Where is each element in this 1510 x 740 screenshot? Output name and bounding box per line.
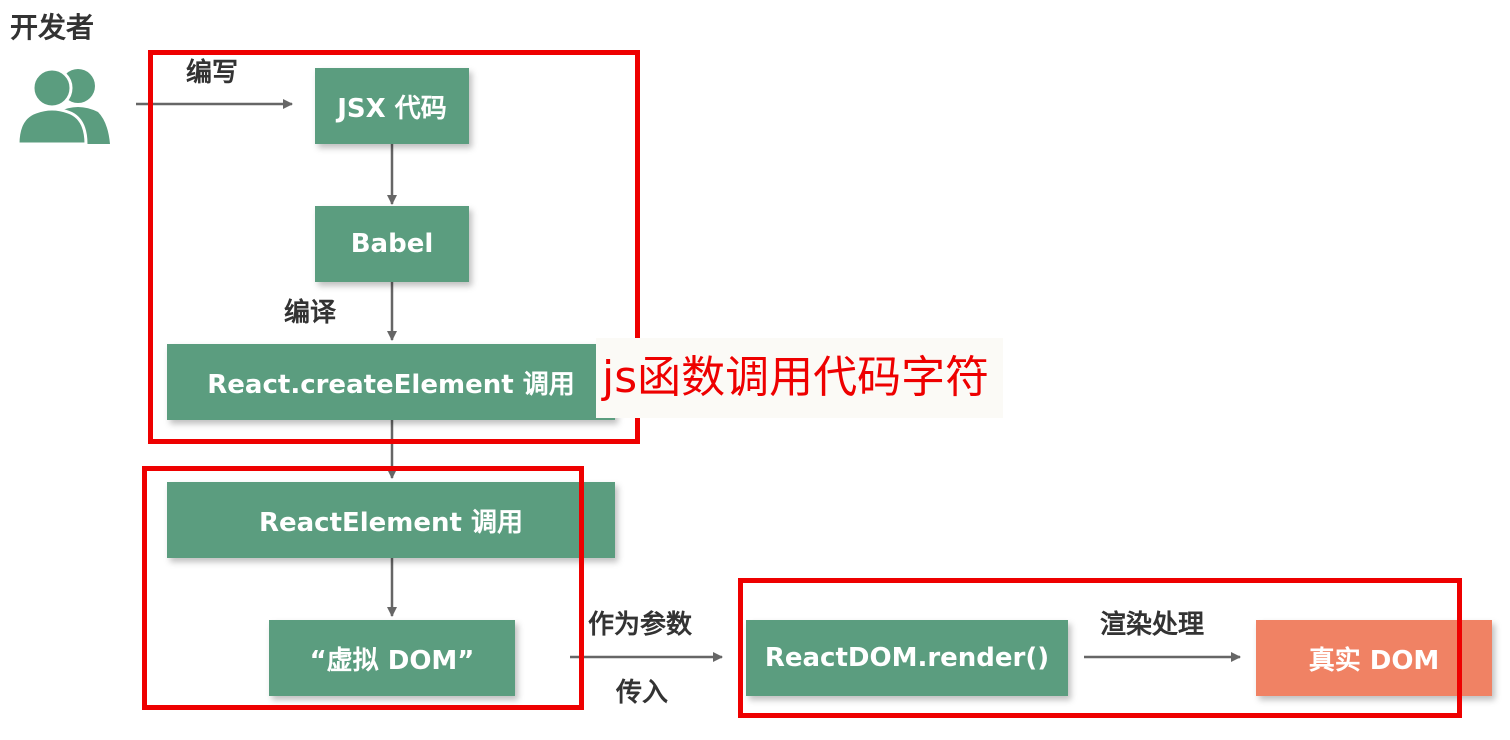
edge-label-as-param: 作为参数: [588, 610, 693, 640]
edge-label-pass-in: 传入: [616, 678, 669, 708]
edge-label-render: 渲染处理: [1100, 610, 1205, 640]
node-reactdom-render: ReactDOM.render(): [746, 620, 1068, 696]
developer-title: 开发者: [10, 11, 95, 44]
highlight-box-compile-stage: [148, 50, 640, 444]
node-real-dom: 真实 DOM: [1256, 620, 1492, 696]
annotation-js-function-call: js函数调用代码字符: [596, 338, 1004, 418]
node-react-element: ReactElement 调用: [167, 482, 615, 558]
node-create-element: React.createElement 调用: [167, 344, 615, 420]
highlight-box-element-stage: [142, 466, 584, 710]
node-virtual-dom: “虚拟 DOM”: [269, 620, 515, 696]
edge-label-compile: 编译: [284, 298, 337, 328]
edge-label-write: 编写: [186, 58, 239, 88]
users-icon: [16, 67, 110, 146]
node-babel: Babel: [315, 206, 469, 282]
highlight-box-render-stage: [738, 578, 1462, 718]
node-jsx-code: JSX 代码: [315, 68, 469, 144]
